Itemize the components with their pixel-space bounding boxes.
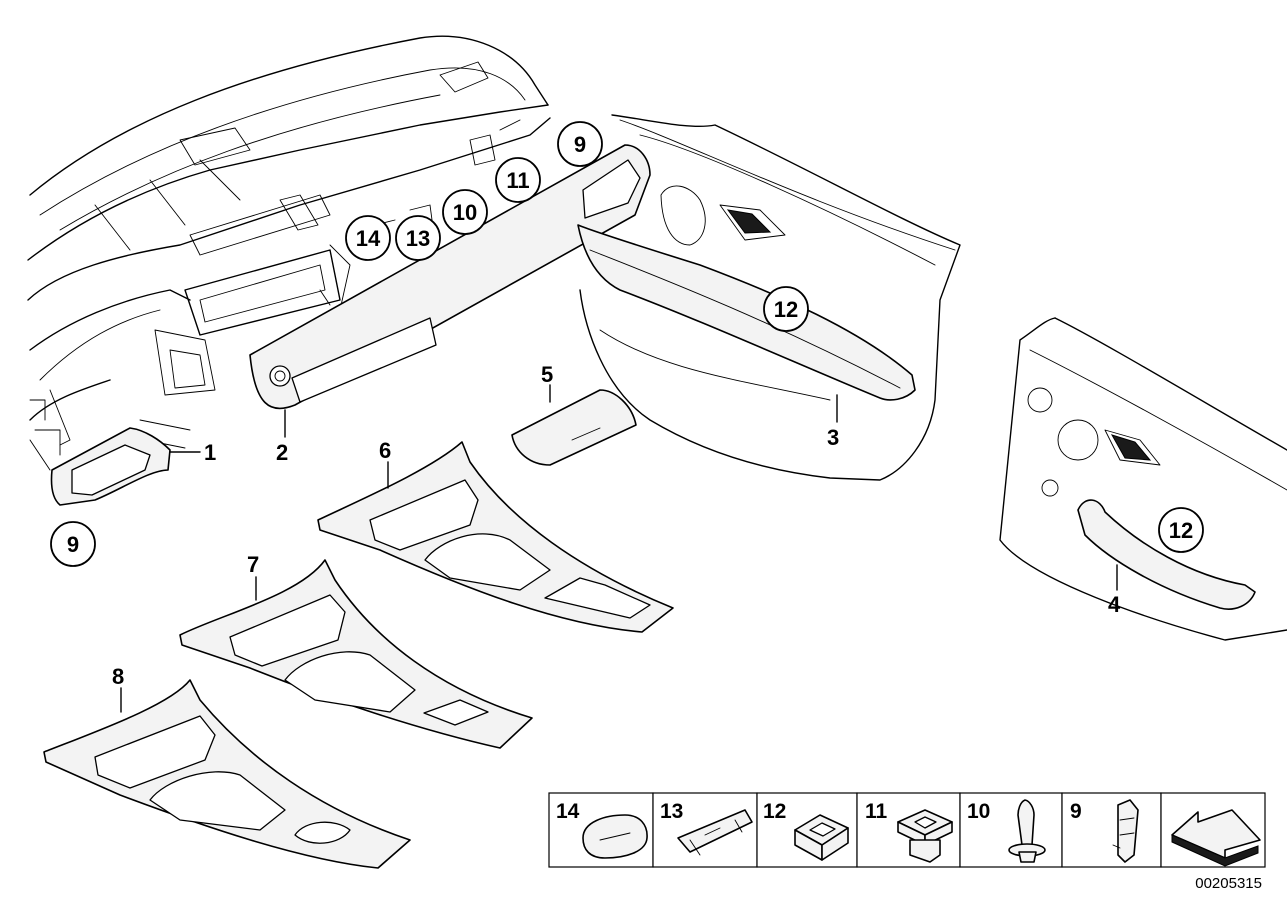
push-pin-icon [1008,799,1046,863]
circled-callout-10: 10 [442,189,488,235]
part-5-storage-lid [511,384,637,466]
legend-number-14: 14 [556,800,580,823]
circled-callout-12-rear: 12 [1158,507,1204,553]
document-number: 00205315 [1195,875,1262,892]
part-6-console-trim [317,441,674,633]
svg-text:9: 9 [574,132,586,157]
legend-number-10: 10 [967,800,990,823]
svg-text:12: 12 [774,297,798,322]
circled-callout-13: 13 [395,215,441,261]
legend-number-11: 11 [865,800,888,823]
metal-clip-icon [1112,799,1139,863]
svg-text:12: 12 [1169,518,1193,543]
callout-4: 4 [1108,592,1121,617]
legend-number-9: 9 [1070,800,1082,823]
part-8-console-trim [43,679,411,869]
circled-callouts: 9 9 14 13 10 11 12 12 [50,121,1204,567]
legend-number-13: 13 [660,800,683,823]
callout-2: 2 [276,440,288,465]
dashboard-illustration [27,35,551,471]
legend-number-12: 12 [763,800,786,823]
part-7-console-trim [179,559,533,749]
arrow-icon [1171,809,1261,867]
part-2-dash-trim [249,144,651,438]
callout-1: 1 [204,440,216,465]
callout-8: 8 [112,664,124,689]
callout-3: 3 [827,425,839,450]
circled-callout-9-left: 9 [50,521,96,567]
circled-callout-14: 14 [345,215,391,261]
callout-6: 6 [379,438,391,463]
expanding-clip-icon [897,809,953,863]
part-3-door-trim [577,114,961,481]
svg-text:10: 10 [453,200,477,225]
fastener-legend: 14 13 12 11 10 [548,792,1266,892]
spring-clip-icon [677,809,753,856]
circled-callout-9-top: 9 [557,121,603,167]
square-clip-icon [794,814,849,861]
callout-5: 5 [541,362,553,387]
plain-callouts: 1 2 3 4 5 6 7 8 [112,362,1121,689]
svg-text:11: 11 [506,168,529,193]
svg-text:9: 9 [67,532,79,557]
svg-text:13: 13 [406,226,430,251]
part-4-rear-door-trim [999,317,1287,641]
part-1-side-trim [50,427,201,506]
circled-callout-11: 11 [495,157,541,203]
svg-text:14: 14 [356,226,381,251]
circled-callout-12-front: 12 [763,286,809,332]
callout-7: 7 [247,552,259,577]
grommet-icon [582,814,648,859]
